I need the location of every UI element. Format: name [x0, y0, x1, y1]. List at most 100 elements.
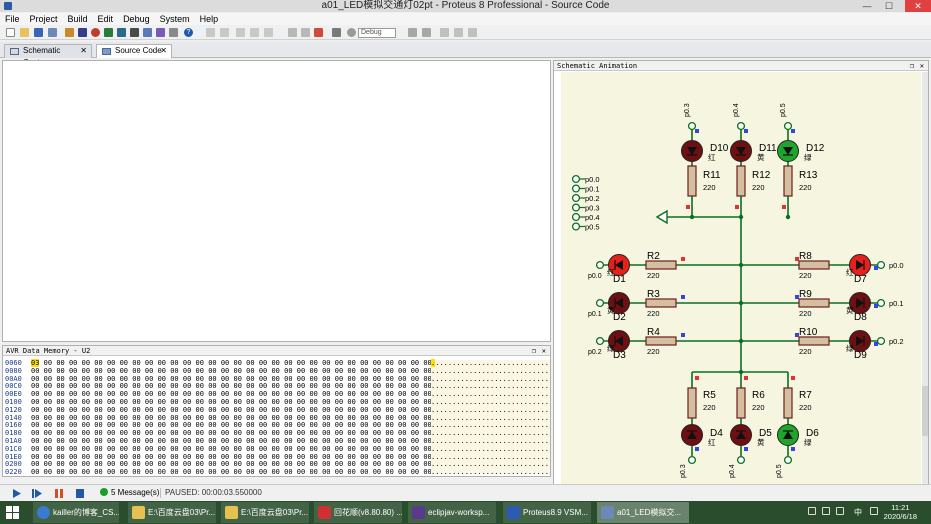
delete-icon[interactable] [220, 28, 229, 37]
taskbar-item[interactable]: eclipjav-worksp... [408, 502, 496, 523]
new-file-icon[interactable] [6, 28, 15, 37]
paste-icon[interactable] [250, 28, 259, 37]
step-icon[interactable] [32, 489, 42, 498]
logic-probe [791, 376, 795, 380]
help-icon[interactable]: ? [184, 28, 193, 37]
home-icon[interactable] [65, 28, 74, 37]
paste-special-icon[interactable] [264, 28, 273, 37]
taskbar-item-active[interactable]: a01_LED模拟交... [597, 502, 689, 523]
config-icon[interactable] [347, 28, 356, 37]
3d-view-icon[interactable] [117, 28, 126, 37]
save-icon[interactable] [34, 28, 43, 37]
resistor-label: R11 [703, 170, 721, 181]
copy-icon[interactable] [236, 28, 245, 37]
menu-build[interactable]: Build [67, 14, 88, 24]
replace-icon[interactable] [301, 28, 310, 37]
pin-label: p0.2 [889, 337, 904, 346]
schematic-canvas[interactable]: p0.0p0.1p0.2p0.3p0.4p0.5p0.3D10红R11220p0… [561, 72, 921, 496]
bom-icon[interactable] [130, 28, 139, 37]
memory-address: 00E0 [5, 390, 22, 399]
close-tab-icon[interactable]: ✕ [80, 46, 87, 55]
build-config-select[interactable]: Debug [358, 28, 396, 38]
source-code-icon[interactable] [156, 28, 165, 37]
memory-ascii-row: ................................ [431, 413, 550, 422]
close-window-button[interactable]: ✕ [905, 0, 931, 12]
gerber-icon[interactable] [104, 28, 113, 37]
pcb-icon[interactable] [91, 28, 100, 37]
scrollbar-thumb[interactable] [922, 386, 928, 436]
tab-schematic-capture[interactable]: Schematic Capture ✕ [4, 44, 92, 67]
menu-debug[interactable]: Debug [123, 14, 150, 24]
volume-icon[interactable] [822, 507, 830, 515]
source-editor[interactable] [2, 60, 551, 342]
title-bar: a01_LED模拟交通灯02pt - Proteus 8 Professiona… [0, 0, 931, 12]
memory-row: 00 00 00 00 00 00 00 00 00 00 00 00 00 0… [31, 390, 432, 399]
battery-icon[interactable] [836, 507, 844, 515]
terminal-circle [687, 121, 697, 131]
memory-row: 00 00 00 00 00 00 00 00 00 00 00 00 00 0… [31, 413, 432, 422]
windows-start-icon[interactable] [6, 506, 20, 519]
tray-app-icon[interactable] [870, 507, 878, 515]
save-all-icon[interactable] [48, 28, 57, 37]
design-explorer-icon[interactable] [143, 28, 152, 37]
memory-row: 00 00 00 00 00 00 00 00 00 00 00 00 00 0… [31, 374, 432, 383]
resistor-value: 220 [703, 403, 716, 412]
message-count[interactable]: 5 Message(s) [100, 488, 159, 498]
restore-panel-icon[interactable]: ❐ [531, 347, 536, 355]
maximize-button[interactable]: ☐ [884, 1, 894, 11]
memory-address: 0140 [5, 413, 22, 422]
simulation-status: PAUSED: 00:00:03.550000 [160, 488, 262, 498]
minimize-button[interactable]: — [862, 1, 872, 11]
taskbar-item[interactable]: kailler的博客_CS... [33, 502, 119, 523]
menu-help[interactable]: Help [199, 14, 219, 24]
cut-icon[interactable] [206, 28, 215, 37]
diode-symbol [736, 431, 746, 439]
resistor-value: 220 [647, 309, 660, 318]
taskbar-item[interactable]: 回花顺(v8.80.80) ... [314, 502, 402, 523]
close-tab-icon[interactable]: ✕ [160, 46, 167, 55]
outdent-icon[interactable] [454, 28, 463, 37]
close-panel-icon[interactable]: ✕ [919, 62, 924, 70]
build-icon[interactable] [332, 28, 341, 37]
resistor-value: 220 [799, 347, 812, 356]
schematic-icon[interactable] [78, 28, 87, 37]
vertical-scrollbar[interactable] [922, 72, 928, 496]
pin-label: p0.2 [588, 349, 602, 356]
play-icon[interactable] [12, 489, 22, 498]
comment-icon[interactable] [468, 28, 477, 37]
source-tab-icon [102, 48, 111, 55]
led-color-label: 绿 [804, 153, 812, 162]
memory-ascii-row: ................................ [431, 382, 550, 391]
close-panel-icon[interactable]: ✕ [541, 347, 546, 355]
menu-system[interactable]: System [159, 14, 190, 24]
stop-icon[interactable] [75, 489, 85, 498]
taskbar-item[interactable]: Proteus8.9 VSM... [503, 502, 591, 523]
tab-source-code[interactable]: Source Code ✕ [96, 44, 172, 58]
taskbar-item[interactable]: E:\百度云盘03\Pr... [128, 502, 216, 523]
terminal-circle [571, 184, 581, 193]
resistor [736, 387, 746, 419]
indent-icon[interactable] [440, 28, 449, 37]
memory-address: 00A0 [5, 374, 22, 383]
bus-label: p0.1 [585, 185, 600, 194]
project-notes-icon[interactable] [169, 28, 178, 37]
menu-project[interactable]: Project [29, 14, 58, 24]
redo-icon[interactable] [422, 28, 431, 37]
menu-edit[interactable]: Edit [97, 14, 114, 24]
find-icon[interactable] [288, 28, 297, 37]
junction-dot [689, 214, 695, 220]
stop-build-icon[interactable] [314, 28, 323, 37]
restore-panel-icon[interactable]: ❐ [909, 62, 914, 70]
ime-indicator[interactable]: 中 [854, 508, 862, 517]
network-icon[interactable] [808, 507, 816, 515]
menu-file[interactable]: File [5, 14, 20, 24]
pin-label: p0.1 [588, 311, 602, 318]
taskbar-item[interactable]: E:\百度云盘03\Pr... [221, 502, 309, 523]
open-folder-icon[interactable] [20, 28, 29, 37]
undo-icon[interactable] [408, 28, 417, 37]
pause-icon[interactable] [54, 489, 64, 498]
logic-probe [791, 447, 795, 451]
pin-label: p0.4 [729, 464, 736, 478]
clock[interactable]: 11:21 2020/6/18 [884, 503, 917, 521]
